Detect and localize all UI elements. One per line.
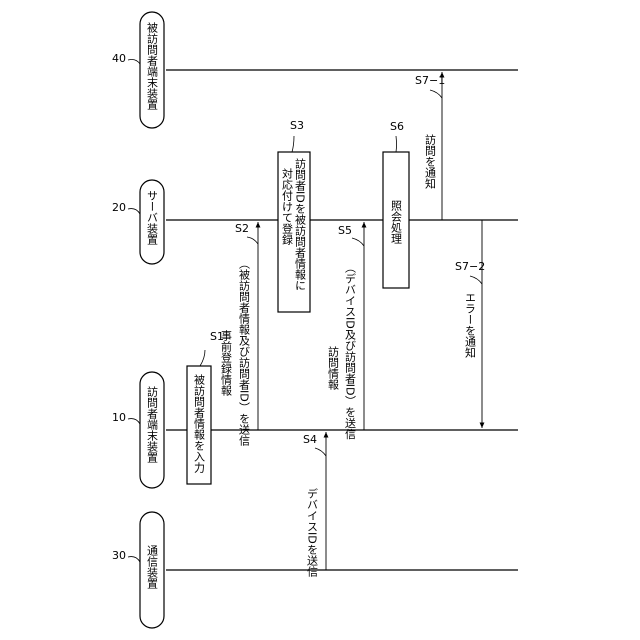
s2-text-line1: 事前登録情報 [220,330,233,397]
step-s6: 照会処理 S6 [383,120,409,288]
step-s7-1: 訪問を通知 S7−1 [415,72,445,220]
lane-40-id: 40 [112,52,126,65]
lane-40-name: 被訪問者端末装置 [146,22,159,110]
s3-text-line1: 訪問者IDを被訪問者情報に [294,157,307,291]
s2-leader [247,237,258,244]
s6-text: 照会処理 [390,200,403,244]
s5-text-line1: 訪問情報 [327,345,340,391]
s3-leader [292,136,294,152]
s7-2-text: エラーを通知 [464,292,477,359]
lane-20-id: 20 [112,201,126,214]
lane-20: サーバ装置 20 [112,180,518,264]
step-s4: デバイスIDを送信 S4 [303,432,326,577]
s4-text: デバイスIDを送信 [306,487,319,578]
s4-label: S4 [303,433,317,446]
lane-10-name: 訪問者端末装置 [146,385,159,463]
lane-30-leader [128,557,140,562]
s7-1-leader [430,90,442,98]
step-s2: 事前登録情報 （被訪問者情報及び訪問者ID）を送信 S2 [220,222,259,446]
s5-label: S5 [338,224,352,237]
s1-text: 被訪問者情報を入力 [193,374,206,473]
s6-label: S6 [390,120,404,133]
step-s1: 被訪問者情報を入力 S1 [187,330,224,484]
lane-10: 訪問者端末装置 10 [112,372,518,488]
s4-leader [315,448,326,456]
lane-20-leader [128,209,140,214]
s7-1-text: 訪問を通知 [424,133,437,190]
s5-leader [352,238,364,246]
lane-30-name: 通信装置 [146,545,159,589]
s5-text-line2: （デバイスID及び訪問者ID）を送信 [344,262,357,440]
s7-2-label: S7−2 [455,260,485,273]
step-s3: 訪問者IDを被訪問者情報に 対応付けて登録 S3 [278,119,310,312]
s1-leader [200,350,205,366]
step-s7-2: エラーを通知 S7−2 [455,220,485,428]
lane-40: 被訪問者端末装置 40 [112,12,518,128]
s7-1-label: S7−1 [415,74,445,87]
lane-30-id: 30 [112,549,126,562]
lane-20-name: サーバ装置 [146,190,159,245]
s2-label: S2 [235,222,249,235]
lane-10-id: 10 [112,411,126,424]
step-s5: 訪問情報 （デバイスID及び訪問者ID）を送信 S5 [327,222,365,440]
s6-leader [396,136,397,152]
lane-40-leader [128,60,140,65]
lane-10-leader [128,419,140,424]
s3-label: S3 [290,119,304,132]
s7-2-leader [470,276,482,284]
s2-text-line2: （被訪問者情報及び訪問者ID）を送信 [238,258,251,446]
s3-text-line2: 対応付けて登録 [281,167,294,245]
